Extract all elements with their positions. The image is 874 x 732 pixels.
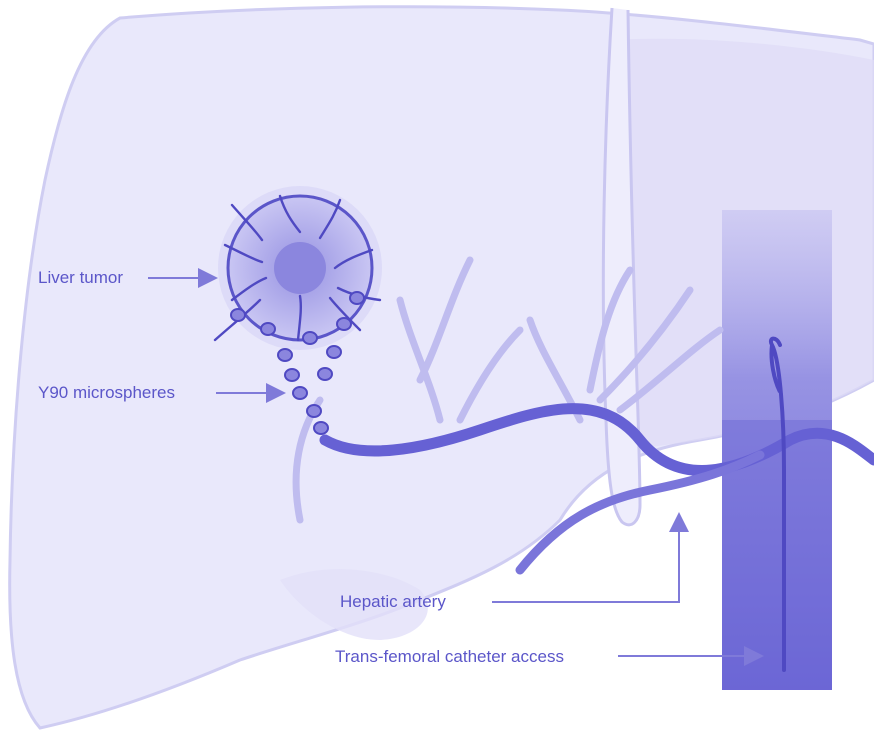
annotation-catheter-access: Trans-femoral catheter access [335, 647, 760, 666]
label-liver-tumor: Liver tumor [38, 268, 123, 287]
tumor-core [274, 242, 326, 294]
label-catheter-access: Trans-femoral catheter access [335, 647, 564, 666]
label-hepatic-artery: Hepatic artery [340, 592, 446, 611]
label-y90-microspheres: Y90 microspheres [38, 383, 175, 402]
